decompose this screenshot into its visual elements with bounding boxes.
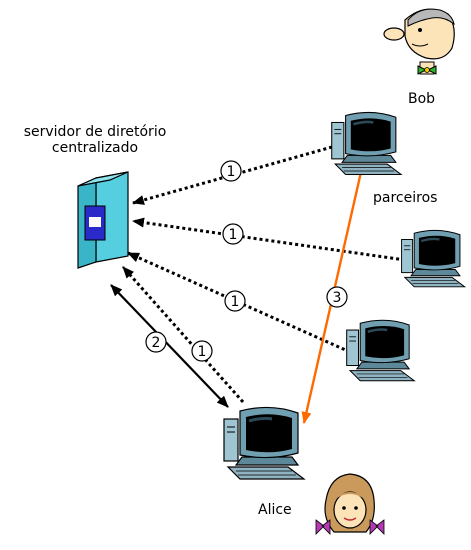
step-circle-3: 3 <box>326 286 348 308</box>
computer-icon-peer1 <box>330 111 403 176</box>
bob-label: Bob <box>408 91 436 107</box>
query-arrow-peer2 <box>132 217 406 262</box>
step-markers: 1 1 1 1 2 3 <box>145 160 348 362</box>
alice-label: Alice <box>258 502 292 518</box>
svg-text:3: 3 <box>333 290 342 306</box>
step-circle-1c: 1 <box>224 290 246 312</box>
computer-icon-peer3 <box>345 319 416 382</box>
step-circle-1a: 1 <box>220 160 242 182</box>
person-bob-icon <box>383 8 455 75</box>
svg-text:1: 1 <box>227 164 236 180</box>
computer-icon-alice <box>222 405 306 481</box>
person-alice-icon <box>315 473 385 535</box>
server-icon <box>77 171 129 269</box>
svg-text:1: 1 <box>231 294 240 310</box>
server-label-line1: servidor de diretório <box>23 124 167 140</box>
peers-label: parceiros <box>373 190 438 206</box>
svg-text:1: 1 <box>198 344 207 360</box>
svg-text:2: 2 <box>152 335 161 351</box>
computer-icon-peer2 <box>400 229 466 289</box>
request-arrow <box>110 284 229 408</box>
query-arrow-alice <box>121 266 245 403</box>
server-label-line2: centralizado <box>51 140 139 156</box>
step-circle-2: 2 <box>145 331 167 353</box>
server-label: servidor de diretório centralizado <box>9 124 181 156</box>
step-circle-1b: 1 <box>222 223 244 245</box>
step-circle-1d: 1 <box>191 340 213 362</box>
svg-text:1: 1 <box>229 227 238 243</box>
